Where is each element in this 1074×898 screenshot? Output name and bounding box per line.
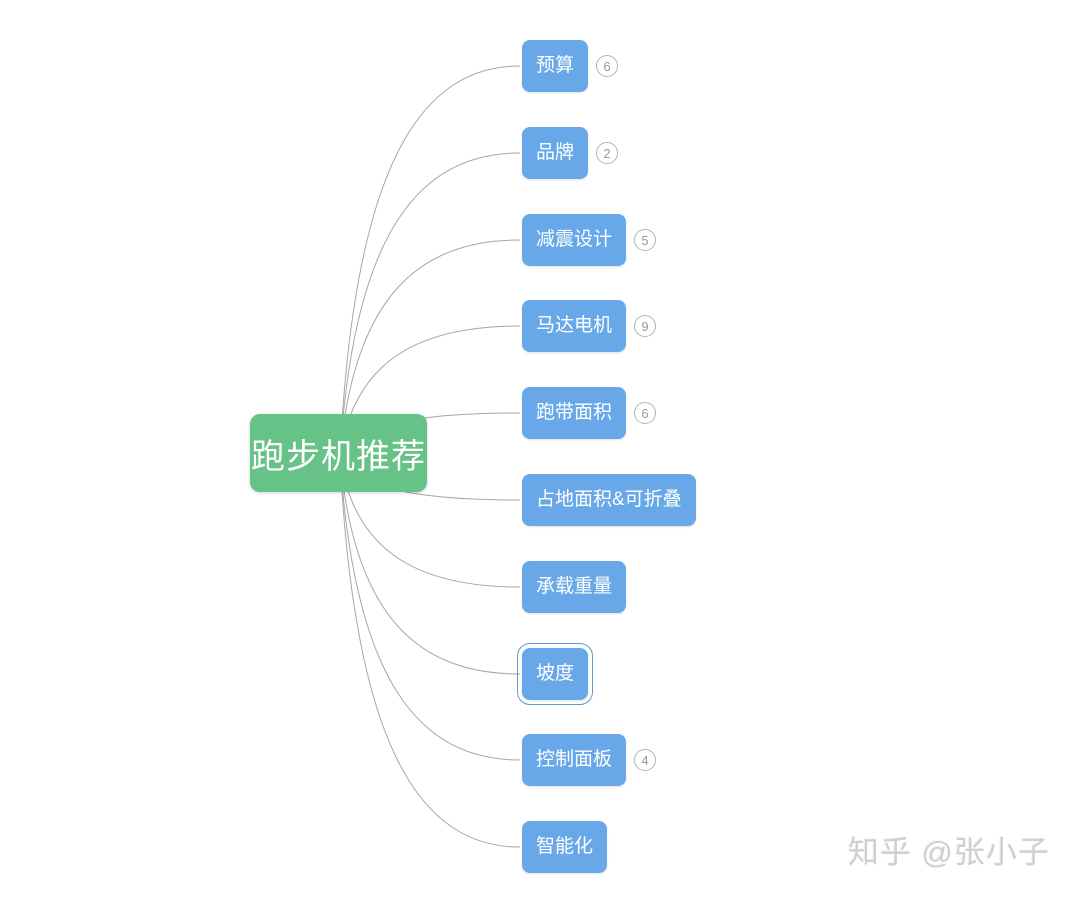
connector-line	[339, 455, 521, 848]
branch-node-row: 预算 6	[522, 40, 619, 92]
central-topic[interactable]: 跑步机推荐	[250, 414, 427, 492]
branch-topic[interactable]: 跑带面积	[522, 387, 627, 439]
connector-line	[339, 152, 521, 457]
branch-node-row: 跑带面积 6	[522, 387, 657, 439]
branch-node-row: 智能化	[522, 821, 608, 873]
branch-node-row: 品牌 2	[522, 127, 619, 179]
child-count-badge[interactable]: 5	[634, 229, 657, 251]
child-count-badge[interactable]: 2	[596, 142, 619, 164]
branch-node-row: 坡度	[516, 643, 594, 705]
branch-topic[interactable]: 控制面板	[522, 734, 627, 786]
branch-topic[interactable]: 预算	[522, 40, 589, 92]
branch-topic[interactable]: 智能化	[522, 821, 608, 873]
connector-line	[339, 455, 521, 761]
child-count-badge[interactable]: 4	[634, 749, 657, 771]
child-count-badge[interactable]: 6	[634, 402, 657, 424]
branch-node-row: 占地面积&可折叠	[522, 474, 696, 526]
branch-node-row: 马达电机 9	[522, 300, 657, 352]
branch-topic[interactable]: 坡度	[516, 643, 594, 705]
branch-topic[interactable]: 承载重量	[522, 561, 627, 613]
branch-topic[interactable]: 品牌	[522, 127, 589, 179]
branch-node-row: 减震设计 5	[522, 214, 657, 266]
branch-node-row: 控制面板 4	[522, 734, 657, 786]
child-count-badge[interactable]: 6	[596, 55, 619, 77]
connector-line	[339, 65, 521, 457]
connector-line	[339, 239, 521, 457]
branch-node-row: 承载重量	[522, 561, 627, 613]
child-count-badge[interactable]: 9	[634, 315, 657, 337]
branch-topic[interactable]: 减震设计	[522, 214, 627, 266]
connector-line	[339, 455, 521, 675]
branch-topic[interactable]: 马达电机	[522, 300, 627, 352]
watermark: 知乎 @张小子	[847, 835, 1050, 870]
branch-topic[interactable]: 占地面积&可折叠	[522, 474, 696, 526]
